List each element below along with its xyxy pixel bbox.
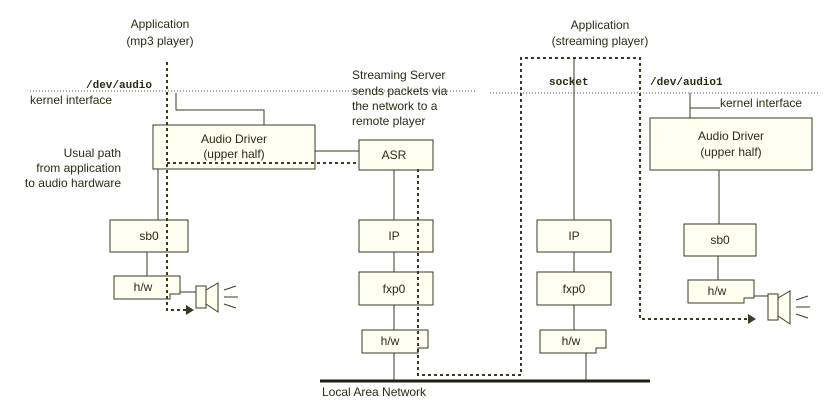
lan-label: Local Area Network <box>322 385 427 399</box>
right-hw-card <box>687 279 755 304</box>
stream-path-arrowhead <box>748 314 756 324</box>
stream-path-dotted <box>417 57 748 376</box>
asr-box <box>358 139 434 171</box>
server-ip-box <box>358 219 434 253</box>
player-hw-label: h/w <box>562 334 581 348</box>
usual-path-line-1: Usual path <box>64 146 121 160</box>
player-fxp0-label: fxp0 <box>563 282 586 296</box>
right-kernel-interface-label: kernel interface <box>720 96 802 110</box>
left-hw-card <box>113 275 181 300</box>
player-ip-box <box>536 219 612 253</box>
usual-path-line-3: to audio hardware <box>25 176 121 190</box>
player-ip-label: IP <box>568 229 579 243</box>
left-driver-title: Audio Driver <box>201 132 267 146</box>
socket-label: socket <box>549 77 589 89</box>
right-speaker-icon <box>754 290 810 325</box>
streaming-server-line-1: Streaming Server <box>352 68 445 82</box>
right-driver-title: Audio Driver <box>698 129 764 143</box>
left-sb0-label: sb0 <box>139 229 159 243</box>
server-ip-label: IP <box>388 229 399 243</box>
right-audio-driver-box <box>649 117 813 171</box>
right-sb0-label: sb0 <box>710 233 730 247</box>
left-app-to-driver-line <box>175 93 265 125</box>
server-fxp0-box <box>358 271 434 306</box>
player-fxp0-box <box>536 271 612 306</box>
right-app-title: Application <box>571 18 630 32</box>
left-kernel-interface-label: kernel interface <box>30 93 112 107</box>
right-driver-subtitle: (upper half) <box>700 145 761 159</box>
left-driver-subtitle: (upper half) <box>203 147 264 161</box>
streaming-server-line-3: the network to a <box>352 99 438 113</box>
right-app-subtitle: (streaming player) <box>552 34 649 48</box>
asr-label: ASR <box>382 148 407 162</box>
streaming-server-line-4: remote player <box>352 114 425 128</box>
left-app-title: Application <box>131 17 190 31</box>
server-hw-card <box>361 329 429 354</box>
left-sb0-box <box>109 219 189 253</box>
right-kernel-connector <box>689 93 720 109</box>
left-audio-driver-box <box>152 124 316 170</box>
usual-path-line-2: from application <box>36 161 121 175</box>
left-speaker-icon <box>180 282 238 313</box>
left-app-subtitle: (mp3 player) <box>126 34 193 48</box>
dev-audio-label: /dev/audio <box>86 80 152 92</box>
dev-audio1-label: /dev/audio1 <box>650 77 723 89</box>
player-hw-card <box>539 329 607 354</box>
server-fxp0-label: fxp0 <box>383 282 406 296</box>
right-sb0-box <box>683 223 757 257</box>
left-hw-label: h/w <box>134 280 153 294</box>
streaming-server-line-2: sends packets via <box>352 84 448 98</box>
right-hw-label: h/w <box>708 284 727 298</box>
usual-path-arrowhead <box>186 305 194 315</box>
usual-path-dotted <box>166 62 186 311</box>
server-hw-label: h/w <box>381 334 400 348</box>
